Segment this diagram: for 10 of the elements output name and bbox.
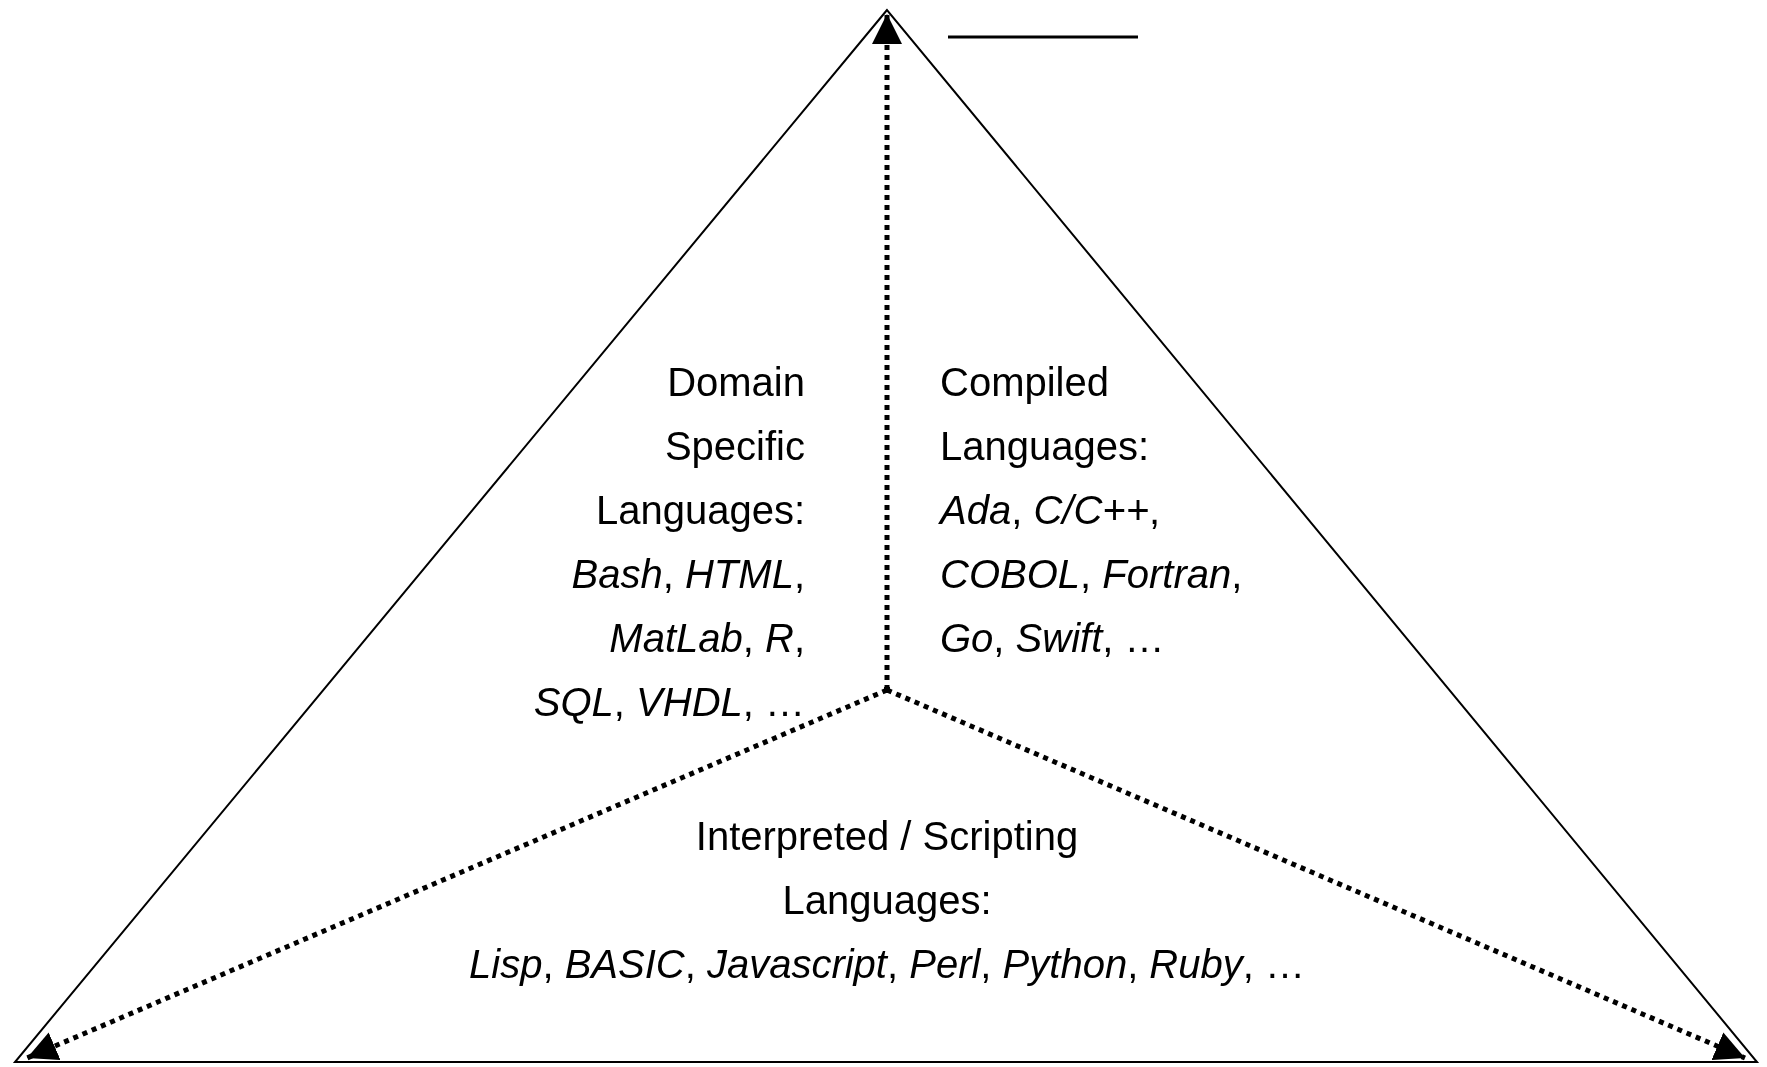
language-list: Lisp, BASIC, Javascript, Perl, Python, Ruby, … <box>337 932 1437 996</box>
category-heading: Interpreted / Scripting Languages: <box>694 813 1080 924</box>
dotted-arrow <box>886 687 1746 1061</box>
dotted-arrow <box>26 687 888 1061</box>
language-list: Ada, C/C++, COBOL, Fortran, Go, Swift, … <box>940 478 1270 670</box>
language-list: Bash, HTML, MatLab, R, SQL, VHDL, … <box>520 542 805 734</box>
triangle-outline <box>12 8 1760 1063</box>
category-heading: Compiled Languages: <box>940 359 1151 470</box>
dotted-arrow <box>872 14 902 690</box>
category-heading: Domain Specific Languages: <box>594 359 805 534</box>
